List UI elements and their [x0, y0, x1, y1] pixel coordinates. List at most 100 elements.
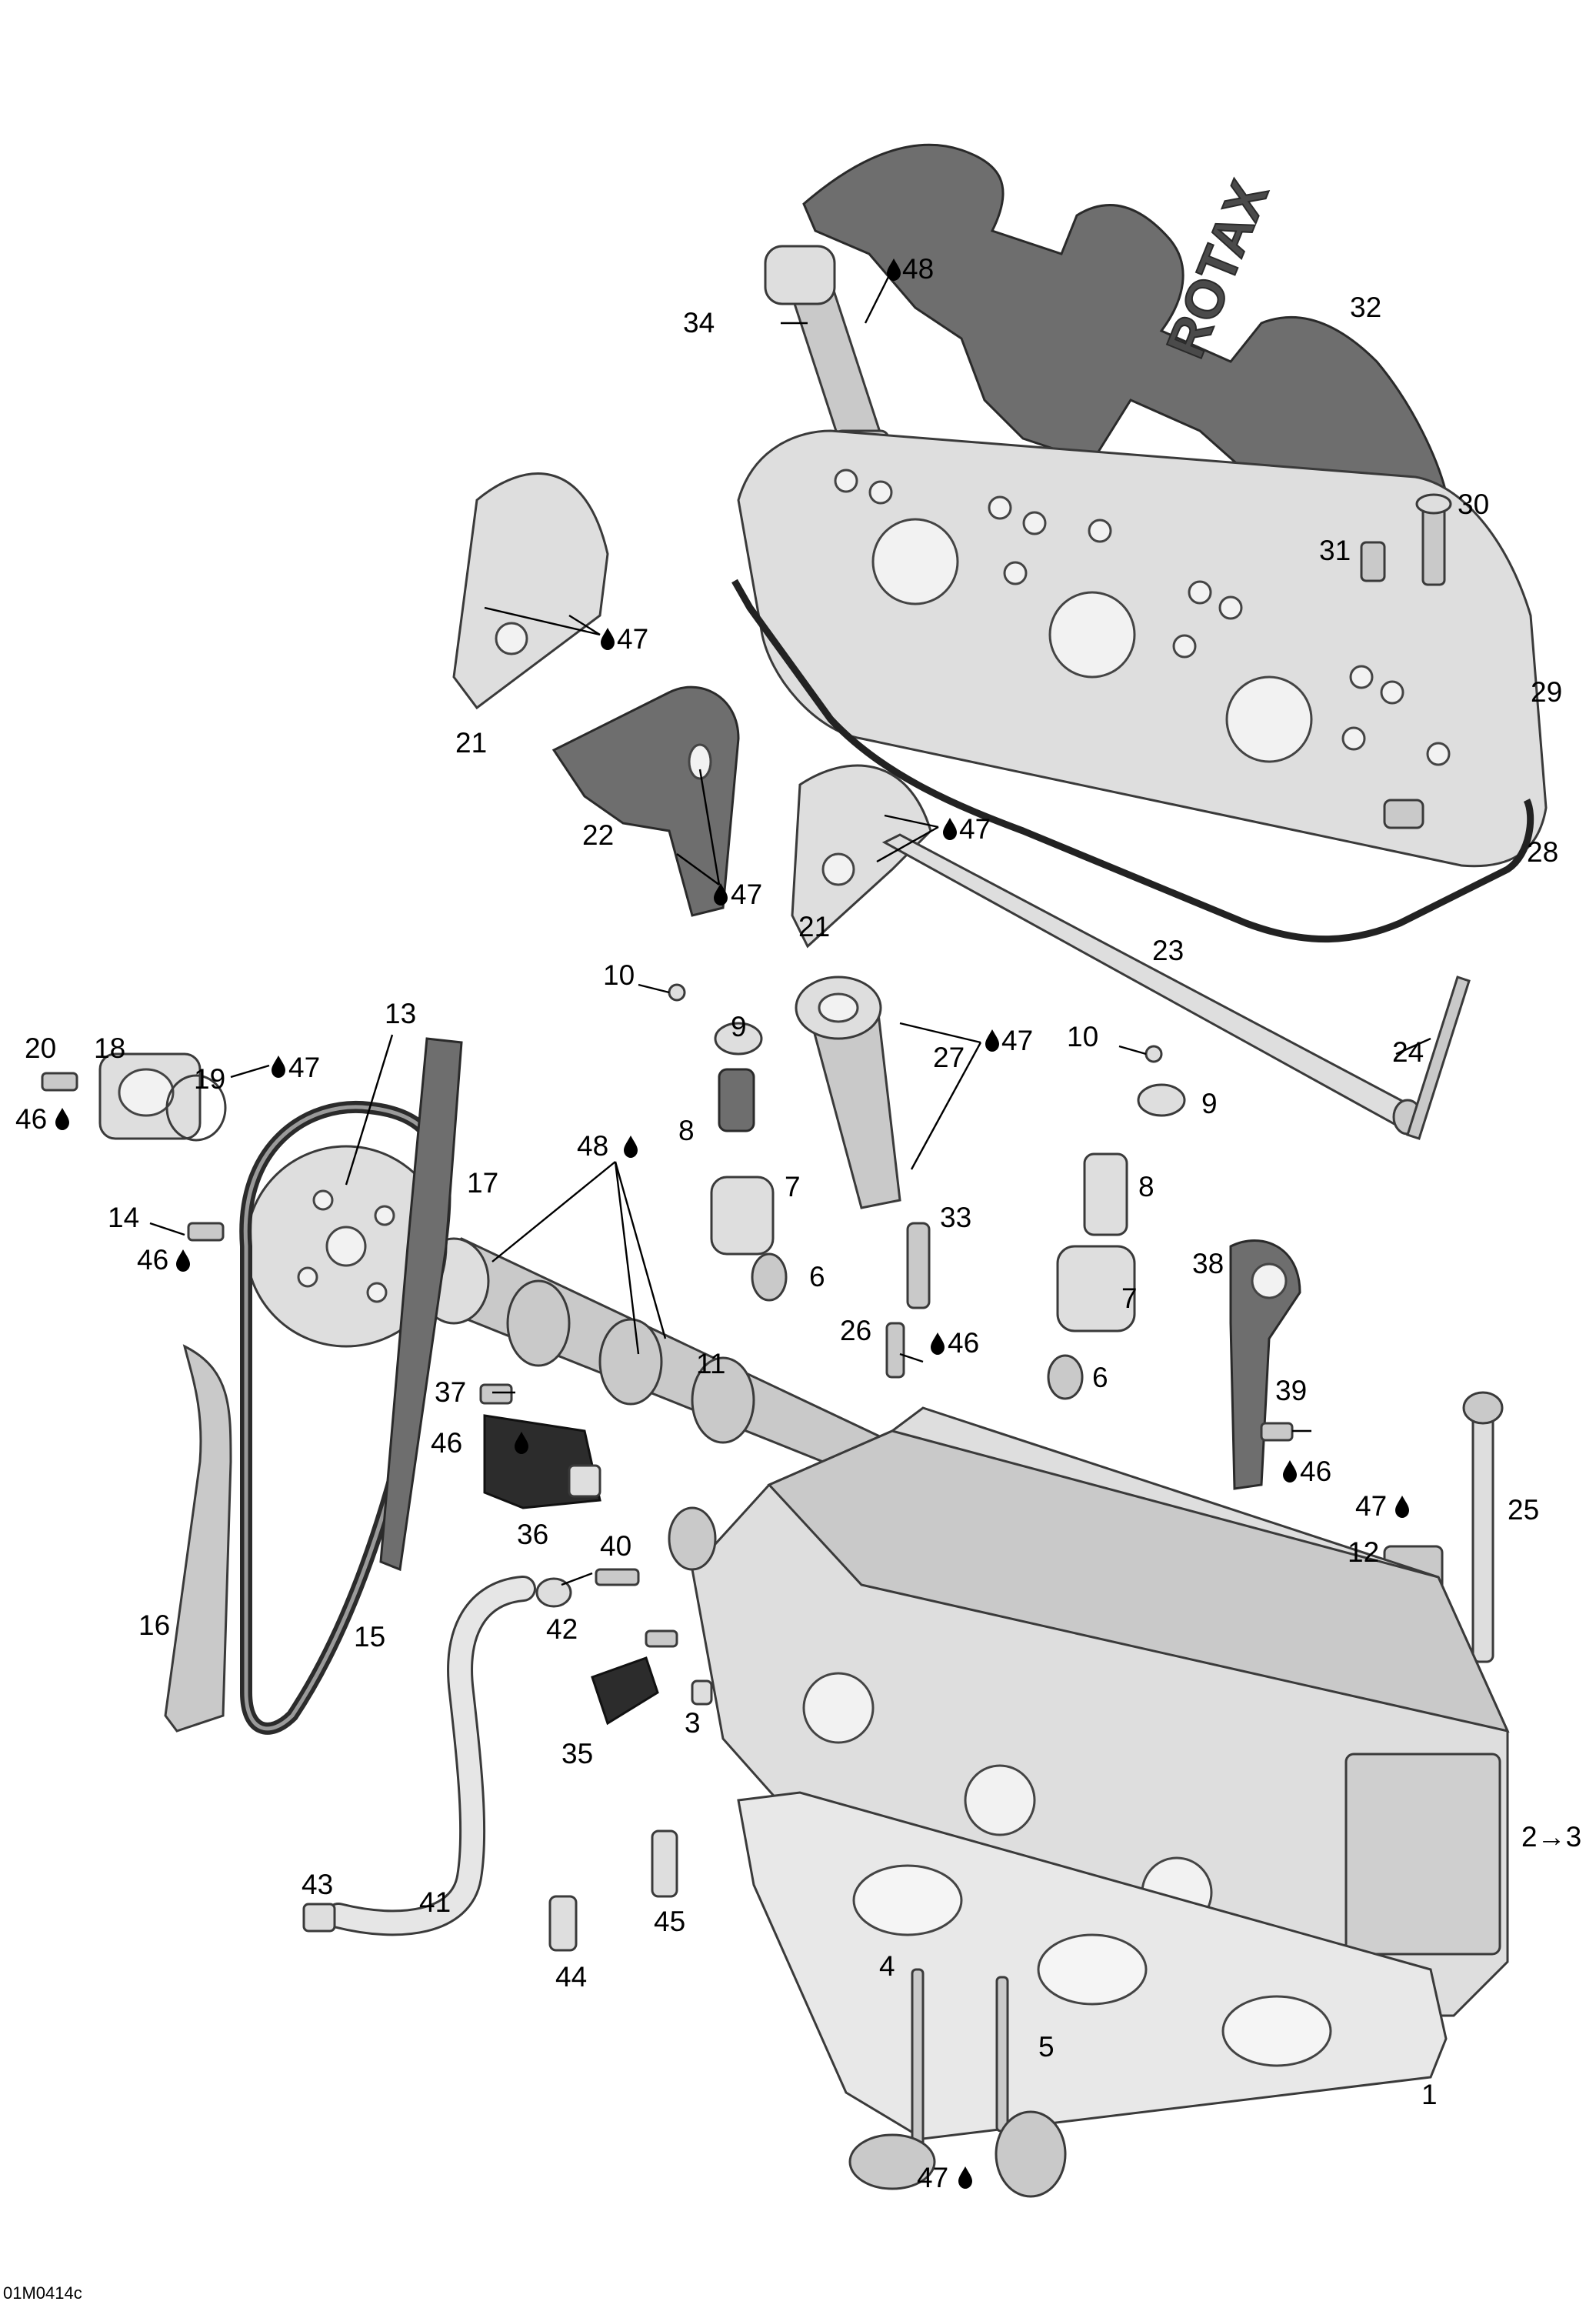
callout-29: 29 [1531, 676, 1562, 708]
callout-28: 28 [1527, 836, 1558, 868]
spark-plug-part [906, 1222, 931, 1309]
callout-47: 47 [959, 813, 991, 845]
callout-39: 39 [1275, 1375, 1307, 1406]
callout-46: 46 [15, 1103, 47, 1135]
callout-42: 42 [546, 1613, 578, 1645]
clamp-42-part [535, 1577, 572, 1608]
callout-19: 19 [194, 1063, 225, 1095]
sleeve-44-part [548, 1895, 578, 1952]
callout-48: 48 [577, 1130, 608, 1162]
chain-tensioner-part [41, 1052, 227, 1142]
callout-7: 7 [785, 1171, 801, 1202]
callout-36: 36 [517, 1519, 548, 1550]
callout-41: 41 [419, 1886, 451, 1918]
callout-25: 25 [1508, 1494, 1539, 1526]
callout-18: 18 [94, 1032, 125, 1064]
valve-train-left-part [668, 983, 788, 1302]
valve-intake-part [848, 1968, 936, 2190]
callout-27: 27 [933, 1042, 965, 1073]
cam-position-sensor-part [483, 1414, 601, 1509]
callout-13: 13 [385, 998, 416, 1029]
callout-46: 46 [948, 1327, 979, 1359]
tensioner-guide-part [164, 1344, 232, 1733]
callout-5: 5 [1038, 2031, 1055, 2063]
oil-drop-icon [931, 1332, 945, 1355]
callout-14: 14 [108, 1202, 139, 1233]
callout-17: 17 [467, 1167, 498, 1199]
valve-exhaust-part [995, 1976, 1067, 2198]
callout-22: 22 [582, 819, 614, 851]
callout-3: 3 [685, 1707, 701, 1739]
callout-46: 46 [1300, 1456, 1331, 1487]
callout-48: 48 [902, 253, 934, 285]
bolt-39-part [1260, 1422, 1294, 1442]
oil-drop-icon [1283, 1460, 1297, 1483]
callout-32: 32 [1350, 292, 1381, 323]
callout-6: 6 [809, 1261, 825, 1292]
rocker-arm-lower-part [791, 764, 932, 949]
callout-34: 34 [683, 307, 715, 339]
bolt-26-part [885, 1322, 905, 1379]
callout-15: 15 [354, 1621, 385, 1653]
callout-12: 12 [1348, 1536, 1379, 1568]
callout-10: 10 [1067, 1021, 1098, 1052]
callout-8: 8 [678, 1115, 695, 1146]
temperature-sensor-part [591, 1629, 678, 1726]
callout-9: 9 [1201, 1088, 1218, 1119]
oil-drop-icon [272, 1056, 285, 1078]
callout-24: 24 [1392, 1036, 1424, 1068]
bolt-14-part [187, 1222, 225, 1242]
callout-46: 46 [137, 1244, 168, 1276]
callout-47: 47 [731, 879, 762, 910]
callout-6: 6 [1092, 1362, 1108, 1393]
bolt-37-part [479, 1383, 513, 1405]
oil-drop-icon [601, 628, 615, 650]
callout-37: 37 [435, 1376, 466, 1408]
oil-drop-icon [1395, 1496, 1409, 1518]
leader-lines [149, 276, 1431, 1586]
fitting-40-part [595, 1568, 640, 1586]
callout-47: 47 [917, 2162, 948, 2193]
callout-9: 9 [731, 1011, 747, 1042]
oil-drop-icon [624, 1136, 638, 1158]
diagram-code: 01M0414c [3, 2283, 82, 2303]
callout-30: 30 [1458, 489, 1489, 520]
callout-20: 20 [25, 1032, 56, 1064]
chain-guide-17-part [379, 1037, 463, 1572]
callout-16: 16 [138, 1609, 170, 1641]
oil-drop-icon [176, 1249, 190, 1272]
callout-33: 33 [940, 1202, 971, 1233]
valve-cover-part [737, 429, 1548, 868]
callout-4: 4 [879, 1950, 895, 1982]
callout-23: 23 [1152, 935, 1184, 966]
callout-35: 35 [561, 1738, 593, 1769]
rocker-22-part [551, 685, 740, 917]
oil-drop-icon [55, 1108, 69, 1130]
callout-47: 47 [288, 1052, 320, 1083]
bolt-30-part [1415, 493, 1452, 586]
callout-40: 40 [600, 1530, 631, 1562]
oil-drop-icon [958, 2166, 972, 2189]
plug-43-part [302, 1903, 336, 1933]
callout-44: 44 [555, 1961, 587, 1993]
callout-8: 8 [1138, 1171, 1155, 1202]
callout-10: 10 [603, 959, 635, 991]
callout-43: 43 [302, 1869, 333, 1900]
bracket-38-part [1229, 1239, 1301, 1490]
callout-1: 1 [1421, 2079, 1438, 2110]
callout-7: 7 [1121, 1282, 1138, 1314]
bolt-24-part [1406, 976, 1471, 1140]
callout-11: 11 [696, 1348, 725, 1379]
callout-45: 45 [654, 1906, 685, 1937]
callout-31: 31 [1319, 535, 1351, 566]
sleeve-45-part [651, 1829, 678, 1898]
callout-47: 47 [1001, 1025, 1033, 1056]
oil-drop-icon [985, 1029, 999, 1052]
sprocket-part [245, 1145, 448, 1348]
callout-38: 38 [1192, 1248, 1224, 1279]
callout-46: 46 [431, 1427, 462, 1459]
bolt-31-part [1360, 541, 1386, 582]
cylinder-head-part [668, 1406, 1510, 2017]
oil-drop-icon [943, 818, 957, 840]
